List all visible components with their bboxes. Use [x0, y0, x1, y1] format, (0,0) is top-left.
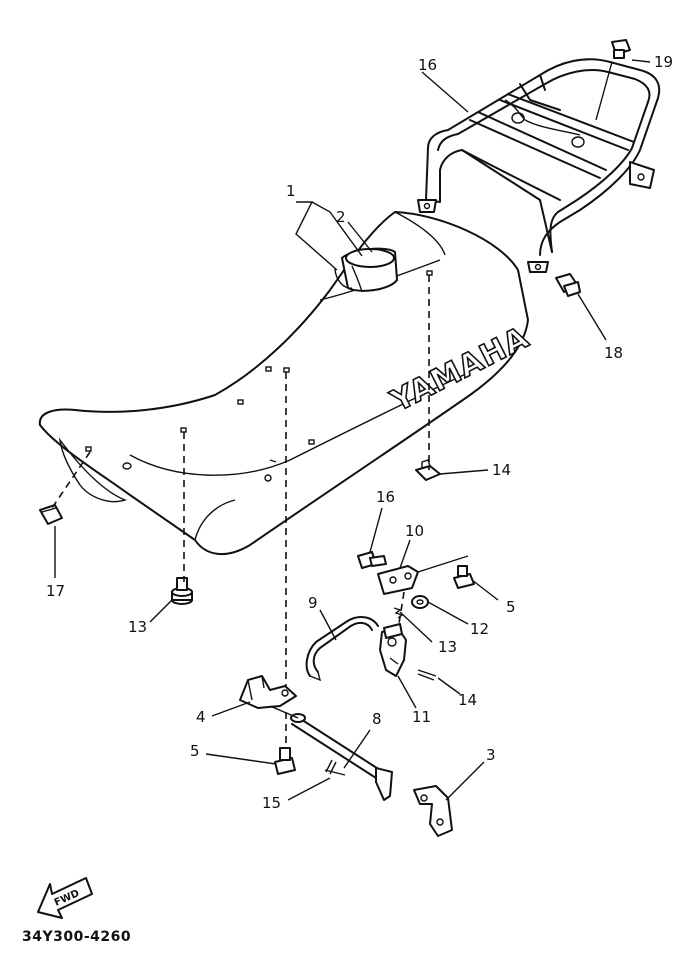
leader-lines [54, 59, 651, 801]
part-18-bolt [555, 273, 581, 297]
callout-8: 10 [405, 522, 424, 540]
callout-7: 9 [308, 594, 318, 612]
part-12-damper [171, 577, 193, 605]
part-15-bolt [357, 551, 387, 569]
part-8-plate [377, 555, 469, 595]
callout-1: 1 [286, 182, 296, 200]
callout-17: 16 [418, 56, 437, 74]
seat-assembly: YAMAHA [38, 211, 536, 556]
callout-19: 19 [654, 53, 673, 71]
callout-14-right: 14 [458, 691, 477, 709]
callout-numbers: 1 2 16 19 18 14 17 13 16 10 5 12 13 9 14… [46, 53, 673, 812]
part-14-pins [325, 669, 437, 775]
part-11-spring [393, 607, 404, 619]
part-19-bolt [611, 39, 631, 59]
callout-14-left: 15 [262, 794, 281, 812]
part-code: 34Y300-4260 [22, 929, 131, 945]
callout-5-left: 5 [190, 742, 200, 760]
callout-2: 2 [336, 208, 346, 226]
part-rear-carrier [417, 58, 661, 273]
part-seat-hook [334, 247, 398, 293]
callout-13: 14 [492, 461, 511, 479]
callout-3: 3 [486, 746, 496, 764]
callout-15: 16 [376, 488, 395, 506]
part-5-nut-upper [453, 565, 475, 589]
callout-4: 4 [196, 708, 206, 726]
part-10-washer [411, 595, 429, 609]
part-6-rod [269, 705, 393, 801]
part-3-bracket [413, 785, 453, 837]
callout-10: 12 [470, 620, 489, 638]
part-9-latch [379, 623, 407, 677]
callout-18: 18 [604, 344, 623, 362]
callout-9: 11 [412, 708, 431, 726]
part-7-cable [305, 616, 379, 682]
callout-6: 8 [372, 710, 382, 728]
callout-11: 13 [438, 638, 457, 656]
callout-5-right: 5 [506, 598, 516, 616]
part-4-bracket [239, 675, 297, 709]
callout-16: 17 [46, 582, 65, 600]
callout-12: 13 [128, 618, 147, 636]
alignment-lines [51, 275, 430, 760]
part-5-nut-lower [274, 747, 296, 775]
part-16-damper [39, 504, 63, 525]
fwd-arrow-icon: FWD [37, 877, 93, 919]
part-13-clip [415, 459, 441, 481]
